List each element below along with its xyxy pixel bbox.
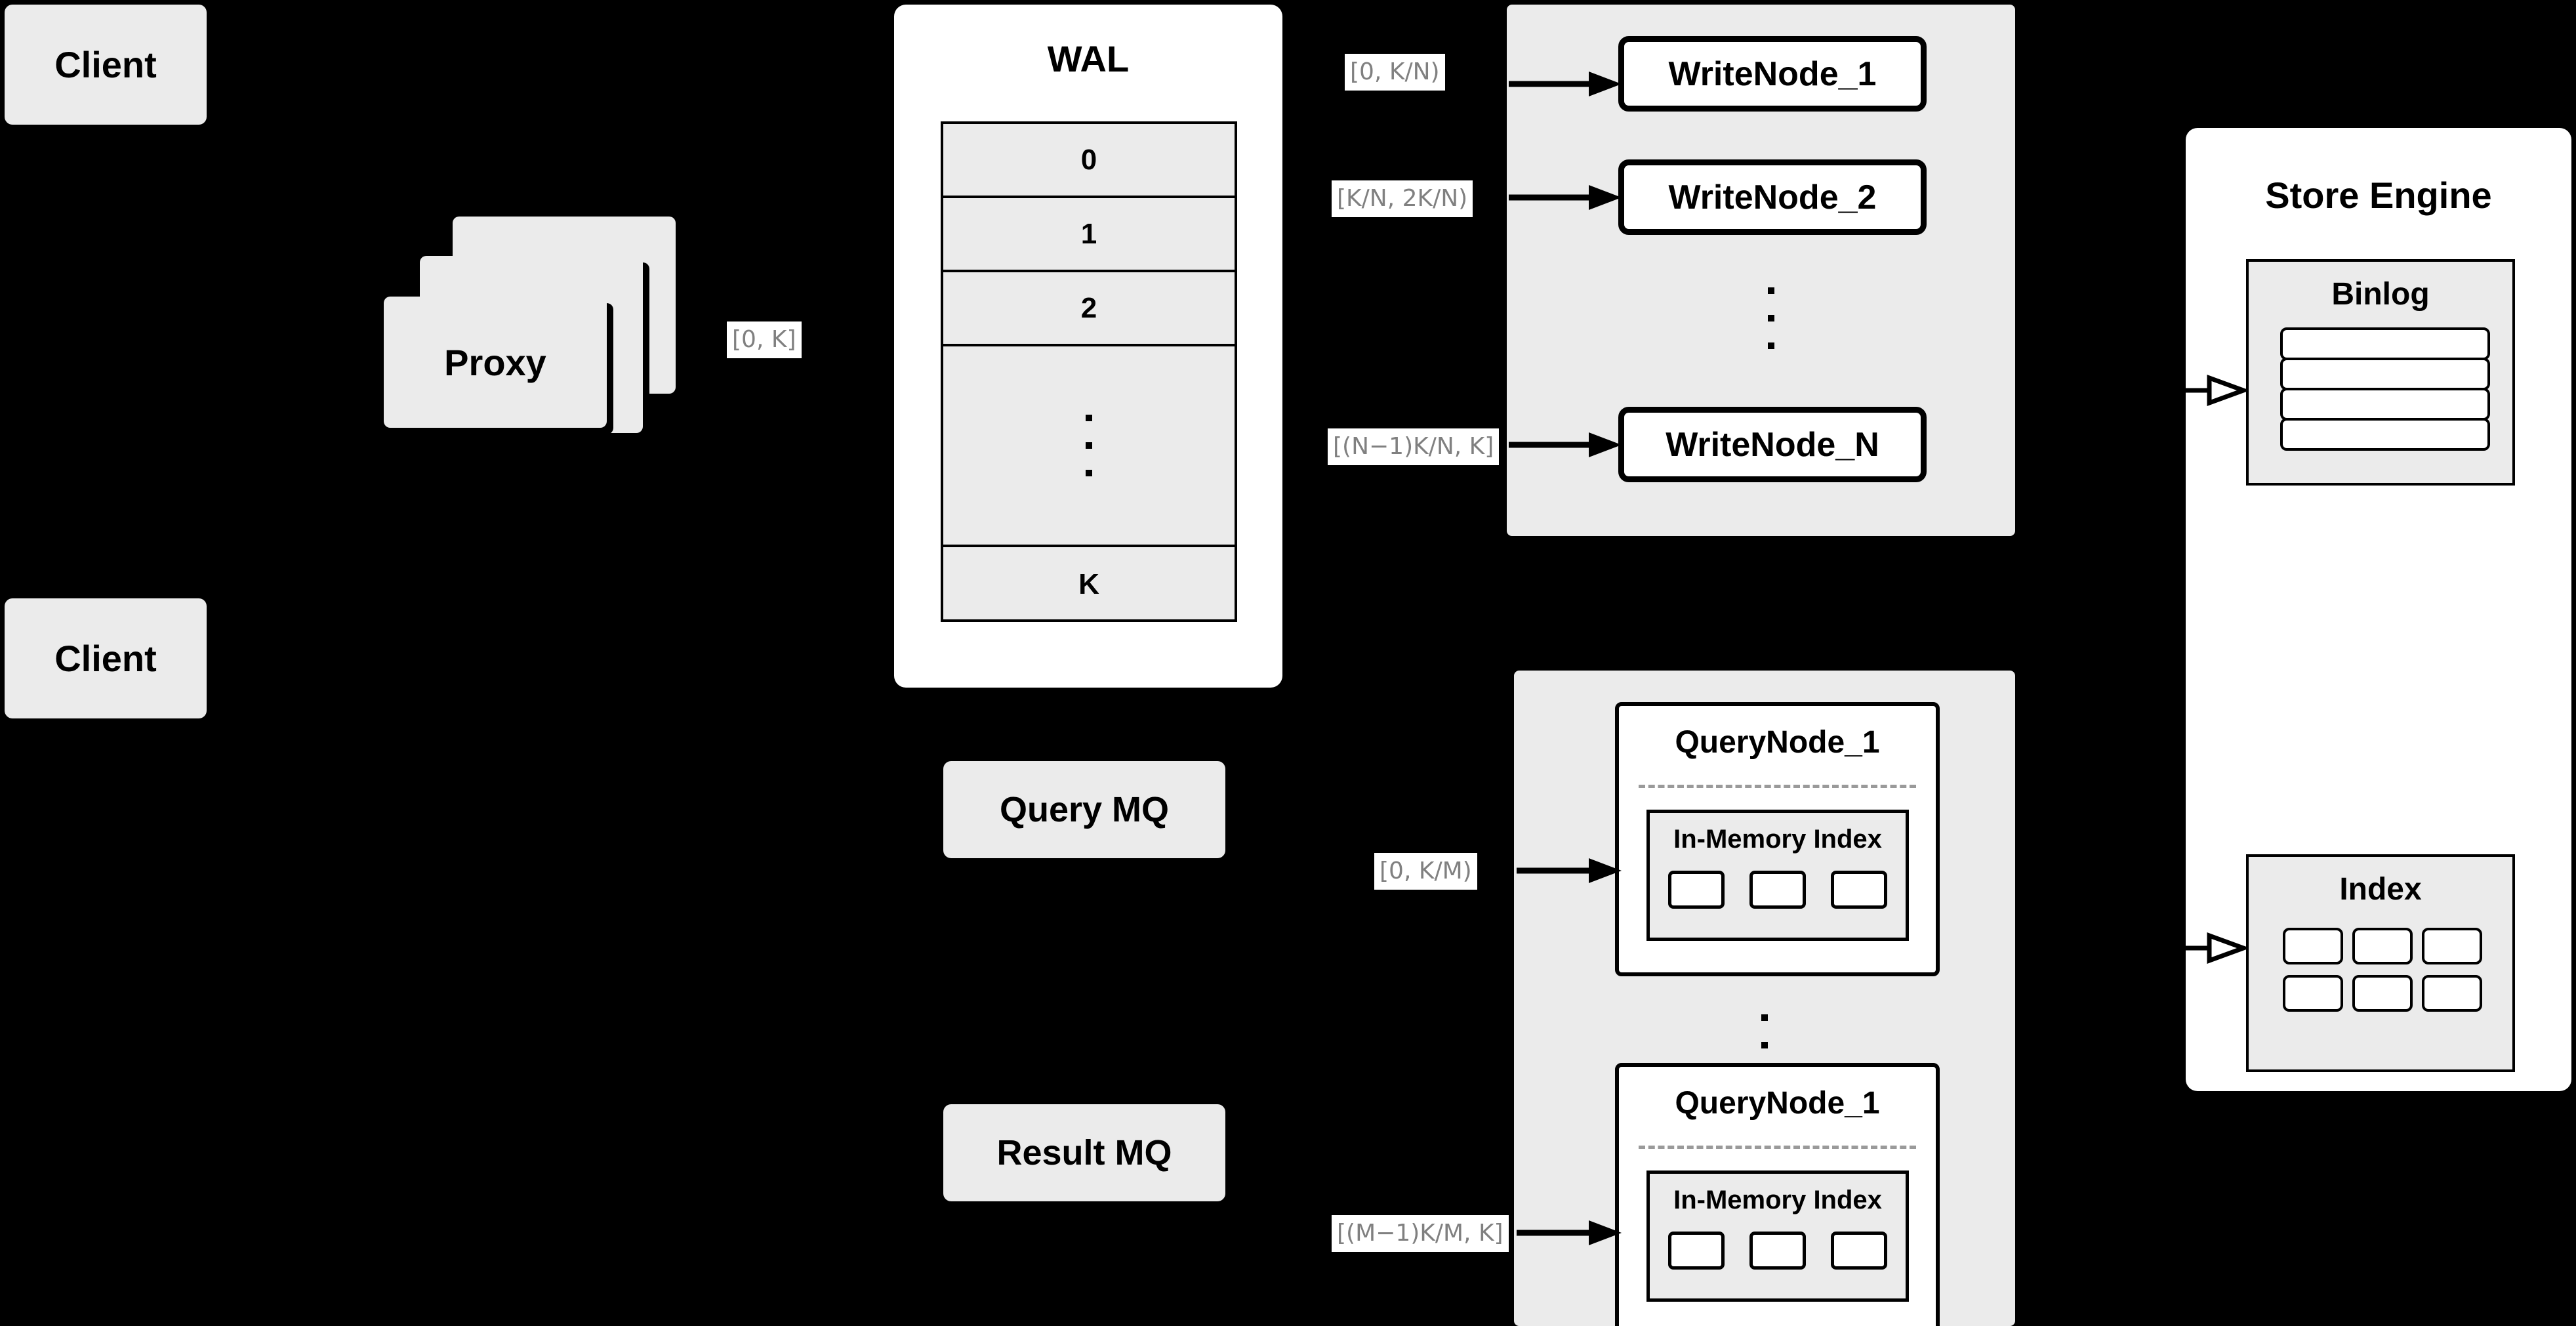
arrow-to-write-node-n <box>1509 430 1622 460</box>
client-label-1: Client <box>54 44 157 85</box>
binlog-row <box>2280 388 2490 421</box>
query-node-2[interactable]: QueryNode_1 In-Memory Index <box>1615 1063 1940 1326</box>
query-node-1[interactable]: QueryNode_1 In-Memory Index <box>1615 702 1940 976</box>
in-memory-index-cell <box>1749 871 1806 909</box>
write-node-2[interactable]: WriteNode_2 <box>1618 159 1927 235</box>
arrow-to-query-node-2 <box>1517 1218 1622 1248</box>
in-memory-index-cell <box>1831 871 1887 909</box>
in-memory-index-cell <box>1668 1232 1725 1270</box>
query-mq-label: Query MQ <box>999 790 1170 829</box>
binlog-row <box>2280 358 2490 390</box>
result-mq-box[interactable]: Result MQ <box>943 1104 1225 1201</box>
query-node-1-separator <box>1639 785 1916 788</box>
write-node-2-range-label: [K/N, 2K/N) <box>1332 180 1473 217</box>
client-box-2[interactable]: Client <box>5 598 207 718</box>
in-memory-index-title: In-Memory Index <box>1673 825 1882 854</box>
index-cell <box>2422 928 2482 964</box>
index-cell <box>2283 975 2343 1012</box>
arrow-to-index <box>2162 932 2247 964</box>
query-node-2-in-memory-index: In-Memory Index <box>1646 1171 1909 1302</box>
binlog-title: Binlog <box>2331 277 2430 312</box>
query-mq-box[interactable]: Query MQ <box>943 761 1225 858</box>
index-cell <box>2283 928 2343 964</box>
write-node-1-label: WriteNode_1 <box>1668 54 1877 93</box>
in-memory-index-cell <box>1749 1232 1806 1270</box>
query-node-2-label: QueryNode_1 <box>1675 1086 1880 1121</box>
client-box-1[interactable]: Client <box>5 5 207 125</box>
index-title: Index <box>2339 872 2422 907</box>
proxy-card-front[interactable]: Proxy <box>384 297 607 428</box>
arrow-to-write-node-2 <box>1509 182 1622 213</box>
wal-table: 0 1 2 K <box>941 121 1237 622</box>
wal-row: 2 <box>943 272 1235 346</box>
write-node-2-label: WriteNode_2 <box>1668 178 1877 217</box>
index-cell <box>2422 975 2482 1012</box>
arrow-to-binlog <box>2162 374 2247 407</box>
write-node-1-range-label: [0, K/N) <box>1345 54 1445 91</box>
arrow-to-write-node-1 <box>1509 69 1622 99</box>
binlog-row <box>2280 327 2490 360</box>
binlog-row <box>2280 418 2490 451</box>
client-label-2: Client <box>54 638 157 679</box>
write-node-n-range-label: [(N−1)K/N, K] <box>1328 428 1500 465</box>
index-box: Index <box>2246 854 2515 1072</box>
store-engine-title: Store Engine <box>2265 175 2492 216</box>
proxy-label: Proxy <box>444 341 546 383</box>
index-cell <box>2352 975 2413 1012</box>
wal-title: WAL <box>1047 38 1130 79</box>
arrow-to-query-node-1 <box>1517 856 1622 886</box>
wal-row: 0 <box>943 124 1235 198</box>
wal-row-ellipsis <box>943 346 1235 547</box>
in-memory-index-cell <box>1831 1232 1887 1270</box>
proxy-output-range-label: [0, K] <box>727 321 802 358</box>
query-node-1-label: QueryNode_1 <box>1675 725 1880 760</box>
query-node-2-separator <box>1639 1146 1916 1149</box>
in-memory-index-cell <box>1668 871 1725 909</box>
wal-row: K <box>1078 568 1099 600</box>
write-node-1[interactable]: WriteNode_1 <box>1618 36 1927 112</box>
binlog-box: Binlog <box>2246 259 2515 486</box>
write-node-n-label: WriteNode_N <box>1666 425 1879 464</box>
wal-row: 1 <box>943 198 1235 272</box>
query-node-1-in-memory-index: In-Memory Index <box>1646 810 1909 941</box>
index-cell <box>2352 928 2413 964</box>
result-mq-label: Result MQ <box>996 1133 1172 1172</box>
vertical-ellipsis-icon <box>943 346 1235 545</box>
in-memory-index-title: In-Memory Index <box>1673 1186 1882 1214</box>
write-node-n[interactable]: WriteNode_N <box>1618 407 1927 482</box>
query-node-1-range-label: [0, K/M) <box>1374 853 1477 890</box>
query-node-2-range-label: [(M−1)K/M, K] <box>1332 1215 1509 1252</box>
vertical-ellipsis-icon <box>1745 262 1797 374</box>
